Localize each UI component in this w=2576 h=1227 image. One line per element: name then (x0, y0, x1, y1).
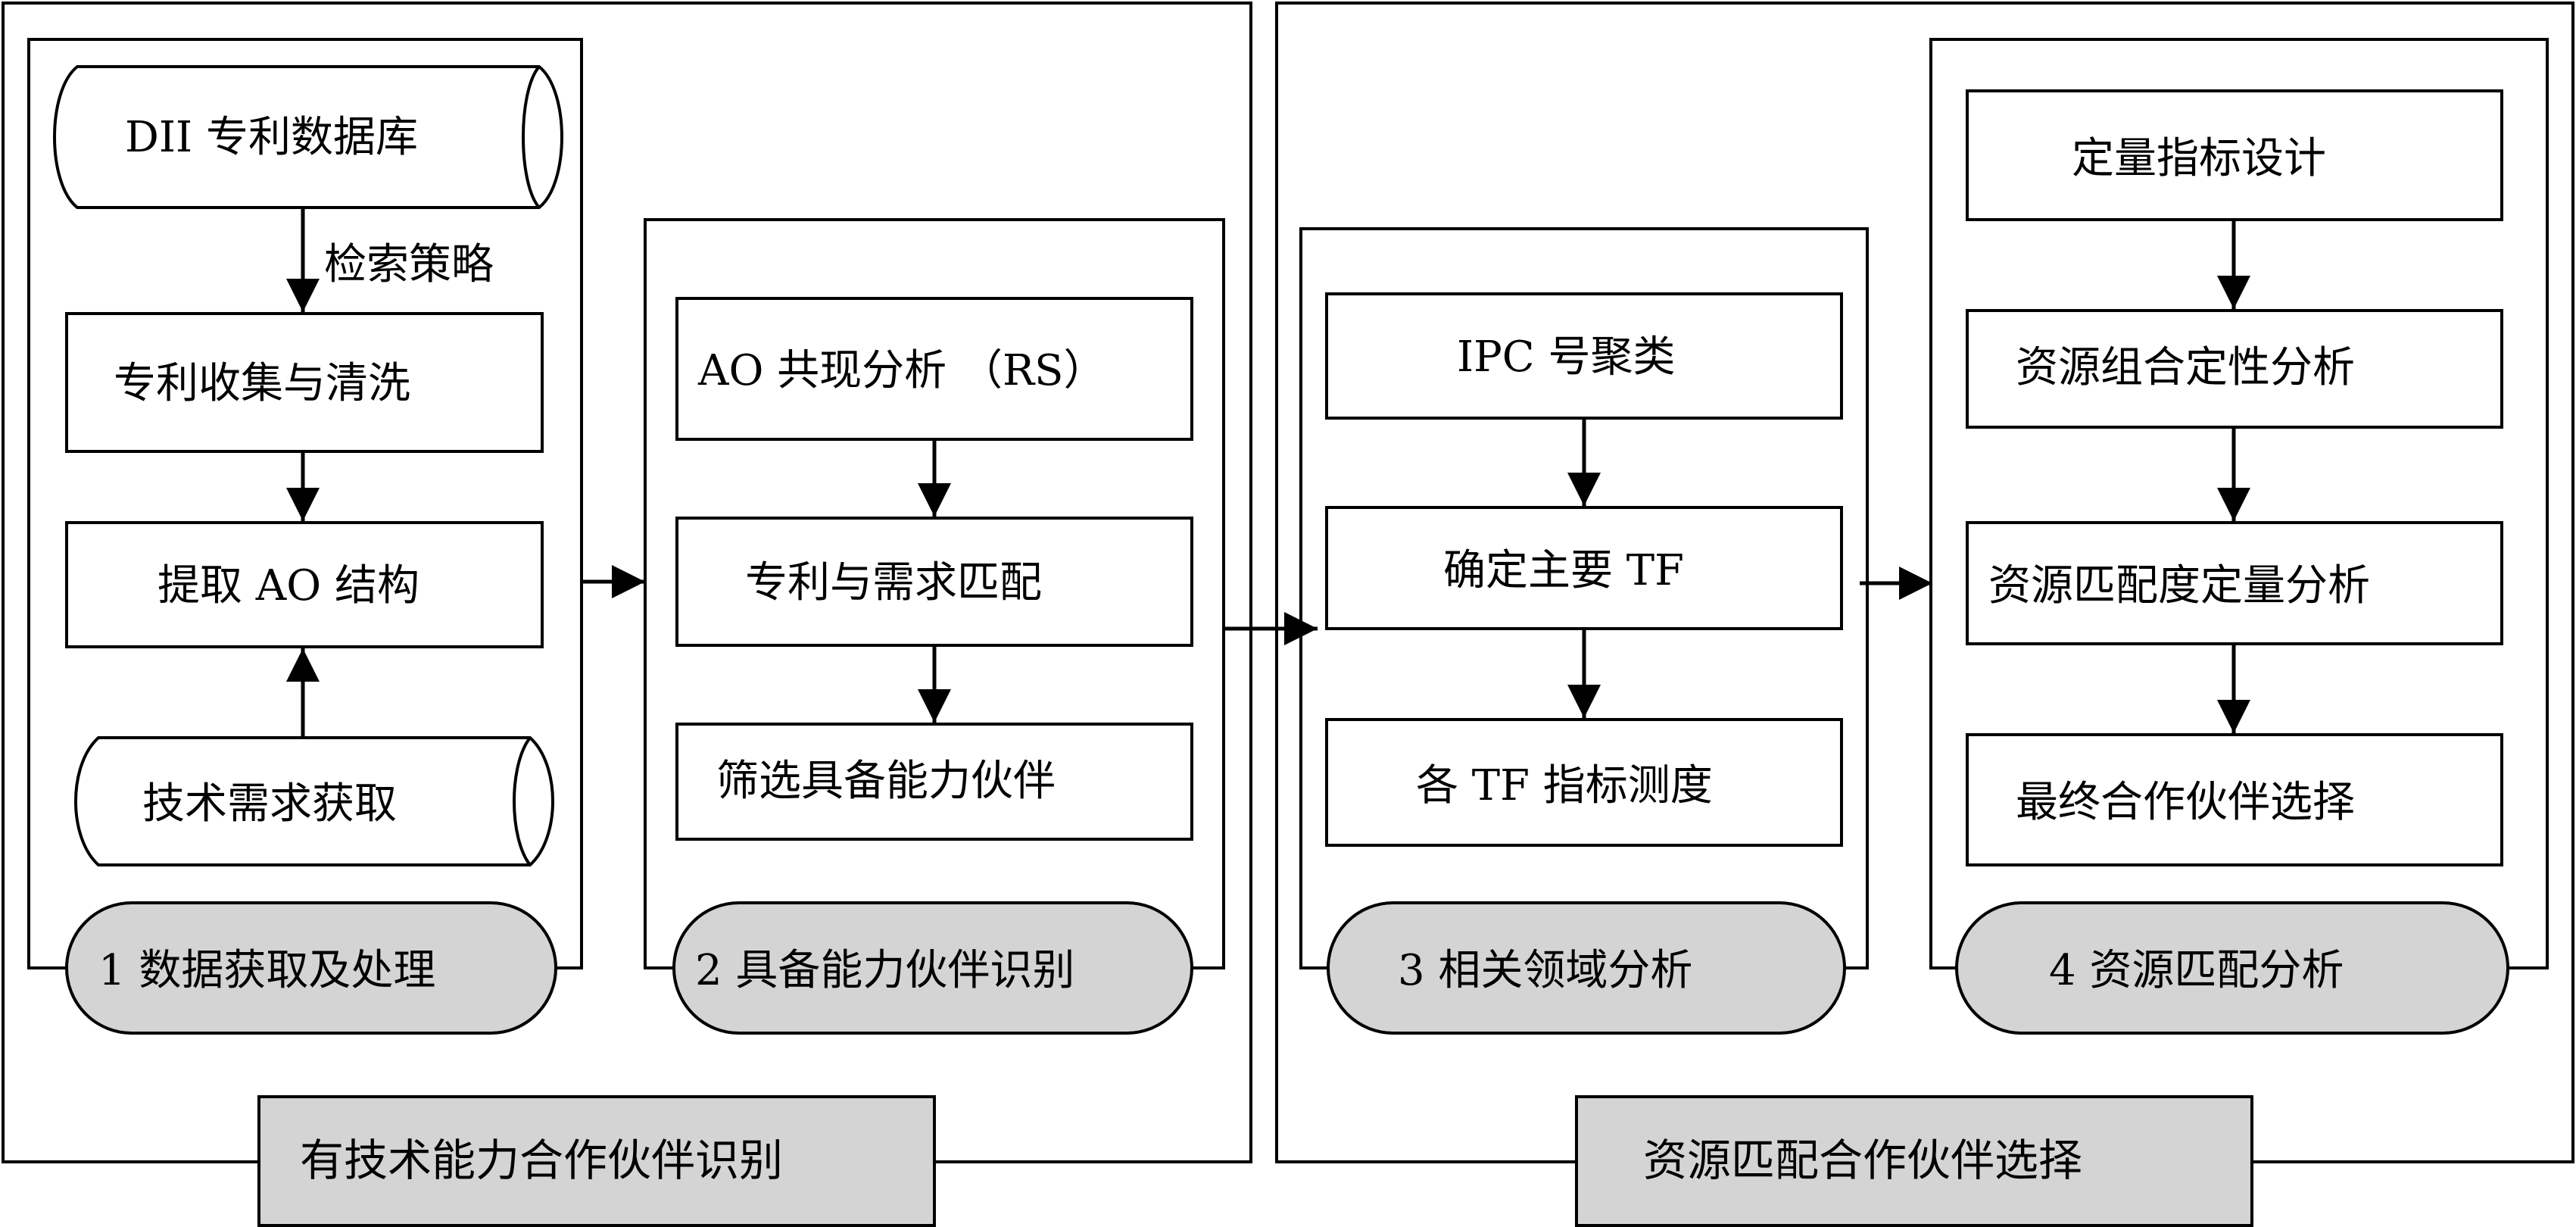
stage1-title-pill (65, 901, 557, 1035)
indicator-design-box: 定量指标设计 (1966, 89, 2503, 221)
stage4-title-pill (1955, 901, 2509, 1035)
left-panel-caption: 有技术能力合作伙伴识别 (300, 1135, 783, 1186)
stage2-frame (644, 218, 1225, 969)
quantitative-analysis-label: 资源匹配度定量分析 (1988, 561, 2370, 610)
collect-clean-label: 专利收集与清洗 (114, 359, 410, 408)
screen-partners-label: 筛选具备能力伙伴 (716, 757, 1056, 806)
determine-tf-box: 确定主要 TF (1325, 506, 1843, 630)
stage2-title: 2 具备能力伙伴识别 (695, 946, 1074, 995)
left-panel-caption-box (257, 1095, 936, 1227)
collect-clean-box: 专利收集与清洗 (65, 312, 544, 453)
ao-cooccurrence-label: AO 共现分析 （RS） (697, 346, 1106, 395)
screen-partners-box: 筛选具备能力伙伴 (675, 723, 1193, 841)
qualitative-analysis-label: 资源组合定性分析 (2016, 343, 2355, 392)
quantitative-analysis-box: 资源匹配度定量分析 (1966, 521, 2503, 645)
final-selection-box: 最终合作伙伴选择 (1966, 733, 2503, 866)
stage4-frame (1929, 38, 2549, 969)
extract-ao-label: 提取 AO 结构 (157, 561, 419, 610)
demand-label: 技术需求获取 (142, 779, 397, 829)
stage4-title: 4 资源匹配分析 (2049, 946, 2344, 995)
patent-demand-match-box: 专利与需求匹配 (675, 517, 1193, 647)
stage1-title: 1 数据获取及处理 (98, 946, 435, 995)
ao-cooccurrence-box: AO 共现分析 （RS） (675, 297, 1193, 441)
measure-tf-box: 各 TF 指标测度 (1325, 718, 1843, 847)
final-selection-label: 最终合作伙伴选择 (2016, 778, 2355, 827)
measure-tf-label: 各 TF 指标测度 (1416, 761, 1713, 810)
patent-demand-match-label: 专利与需求匹配 (745, 558, 1042, 607)
right-panel-caption-box (1575, 1095, 2253, 1227)
stage3-title-pill (1327, 901, 1846, 1035)
qualitative-analysis-box: 资源组合定性分析 (1966, 309, 2503, 429)
stage3-title: 3 相关领域分析 (1398, 946, 1692, 995)
right-panel-caption: 资源匹配合作伙伴选择 (1643, 1135, 2082, 1186)
indicator-design-label: 定量指标设计 (2072, 134, 2326, 183)
determine-tf-label: 确定主要 TF (1443, 546, 1684, 595)
search-strategy-label: 检索策略 (324, 240, 494, 289)
extract-ao-box: 提取 AO 结构 (65, 521, 544, 648)
database-label: DII 专利数据库 (125, 113, 418, 162)
demand-cylinder: 技术需求获取 (74, 736, 554, 866)
ipc-clustering-label: IPC 号聚类 (1457, 333, 1675, 382)
stage1-frame (27, 38, 583, 969)
stage3-frame (1299, 227, 1869, 969)
database-cylinder: DII 专利数据库 (53, 65, 563, 209)
ipc-clustering-box: IPC 号聚类 (1325, 292, 1843, 420)
stage2-title-pill (672, 901, 1193, 1035)
